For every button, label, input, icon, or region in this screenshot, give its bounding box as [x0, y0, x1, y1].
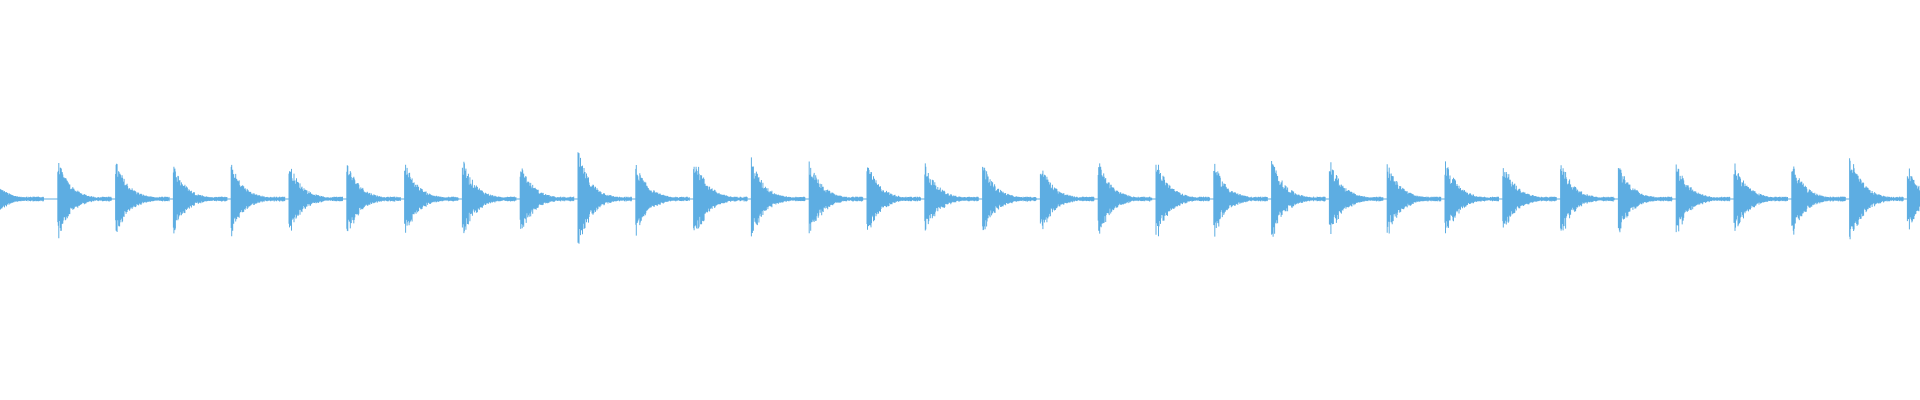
- waveform-hit: [1039, 170, 1095, 230]
- waveform-hit: [1444, 161, 1499, 234]
- waveform-hit-shape: [1791, 166, 1846, 235]
- waveform-hit-shape: [808, 161, 864, 234]
- waveform-hit: [577, 152, 632, 244]
- waveform-hit: [172, 166, 228, 234]
- waveform-hit-shape: [461, 161, 517, 234]
- waveform-hit: [1213, 163, 1268, 237]
- waveform-hit-shape: [1617, 168, 1673, 233]
- waveform-hit-shape: [982, 166, 1037, 231]
- waveform-hit: [57, 163, 112, 239]
- waveform-hit-shape: [1097, 163, 1153, 234]
- waveform-hit: [519, 168, 575, 229]
- waveform-hit: [1502, 168, 1557, 228]
- waveform-hit: [693, 166, 748, 231]
- waveform-hit: [1328, 162, 1384, 234]
- waveform-hit-shape: [1733, 163, 1788, 231]
- waveform-hit: [808, 161, 864, 234]
- waveform-hit: [924, 163, 979, 231]
- waveform-hit: [346, 165, 401, 232]
- waveform-hit-shape: [288, 168, 343, 231]
- waveform-hit-shape: [1271, 161, 1326, 237]
- waveform-hit: [288, 168, 343, 231]
- waveform-hit: [1733, 163, 1788, 231]
- waveform-hit: [1849, 158, 1904, 240]
- waveform-hit-shape: [635, 165, 690, 236]
- waveform-hit-shape: [1675, 164, 1731, 233]
- waveform-hit-shape: [404, 164, 459, 233]
- waveform-hit: [866, 167, 921, 230]
- waveform-hit-shape: [346, 165, 401, 232]
- waveform-hit-shape: [1039, 170, 1095, 230]
- waveform-hit: [404, 164, 459, 233]
- waveform-hit: [750, 157, 806, 237]
- waveform-hit-shape: [1213, 163, 1268, 237]
- waveform-hit-shape: [577, 152, 632, 244]
- waveform-hit-shape: [1906, 168, 1920, 230]
- waveform-hit: [635, 165, 690, 236]
- waveform-hit-shape: [1155, 164, 1210, 237]
- waveform-hit: [115, 163, 170, 232]
- waveform-hit-shape: [693, 166, 748, 231]
- waveform-hit: [1560, 165, 1615, 231]
- waveform-hit: [1906, 168, 1920, 230]
- waveform-hit-shape: [57, 163, 112, 239]
- waveform-hit: [1386, 164, 1442, 234]
- waveform-hit: [1097, 163, 1153, 234]
- waveform-hit-shape: [1502, 168, 1557, 228]
- waveform-hit-shape: [1560, 165, 1615, 231]
- waveform-hit: [1271, 161, 1326, 237]
- waveform-hit-shape: [1849, 158, 1904, 240]
- waveform-hit-shape: [750, 157, 806, 237]
- waveform-hit-shape: [1328, 162, 1384, 234]
- waveform-hit-shape: [924, 163, 979, 231]
- waveform-hit: [230, 164, 286, 237]
- waveform-hit: [982, 166, 1037, 231]
- waveform-hit-shape: [519, 168, 575, 229]
- waveform-hit: [1675, 164, 1731, 233]
- waveform-hit: [1617, 168, 1673, 233]
- waveform-hit-shape: [0, 188, 44, 210]
- waveform-hit-shape: [230, 164, 286, 237]
- waveform-hit: [461, 161, 517, 234]
- waveform-hit: [0, 188, 44, 210]
- waveform-hit-shape: [1386, 164, 1442, 234]
- waveform-hit-shape: [1444, 161, 1499, 234]
- waveform-hit-shape: [172, 166, 228, 234]
- waveform-hit-shape: [115, 163, 170, 232]
- waveform-hit: [1791, 166, 1846, 235]
- waveform-hit: [1155, 164, 1210, 237]
- waveform-hit-shape: [866, 167, 921, 230]
